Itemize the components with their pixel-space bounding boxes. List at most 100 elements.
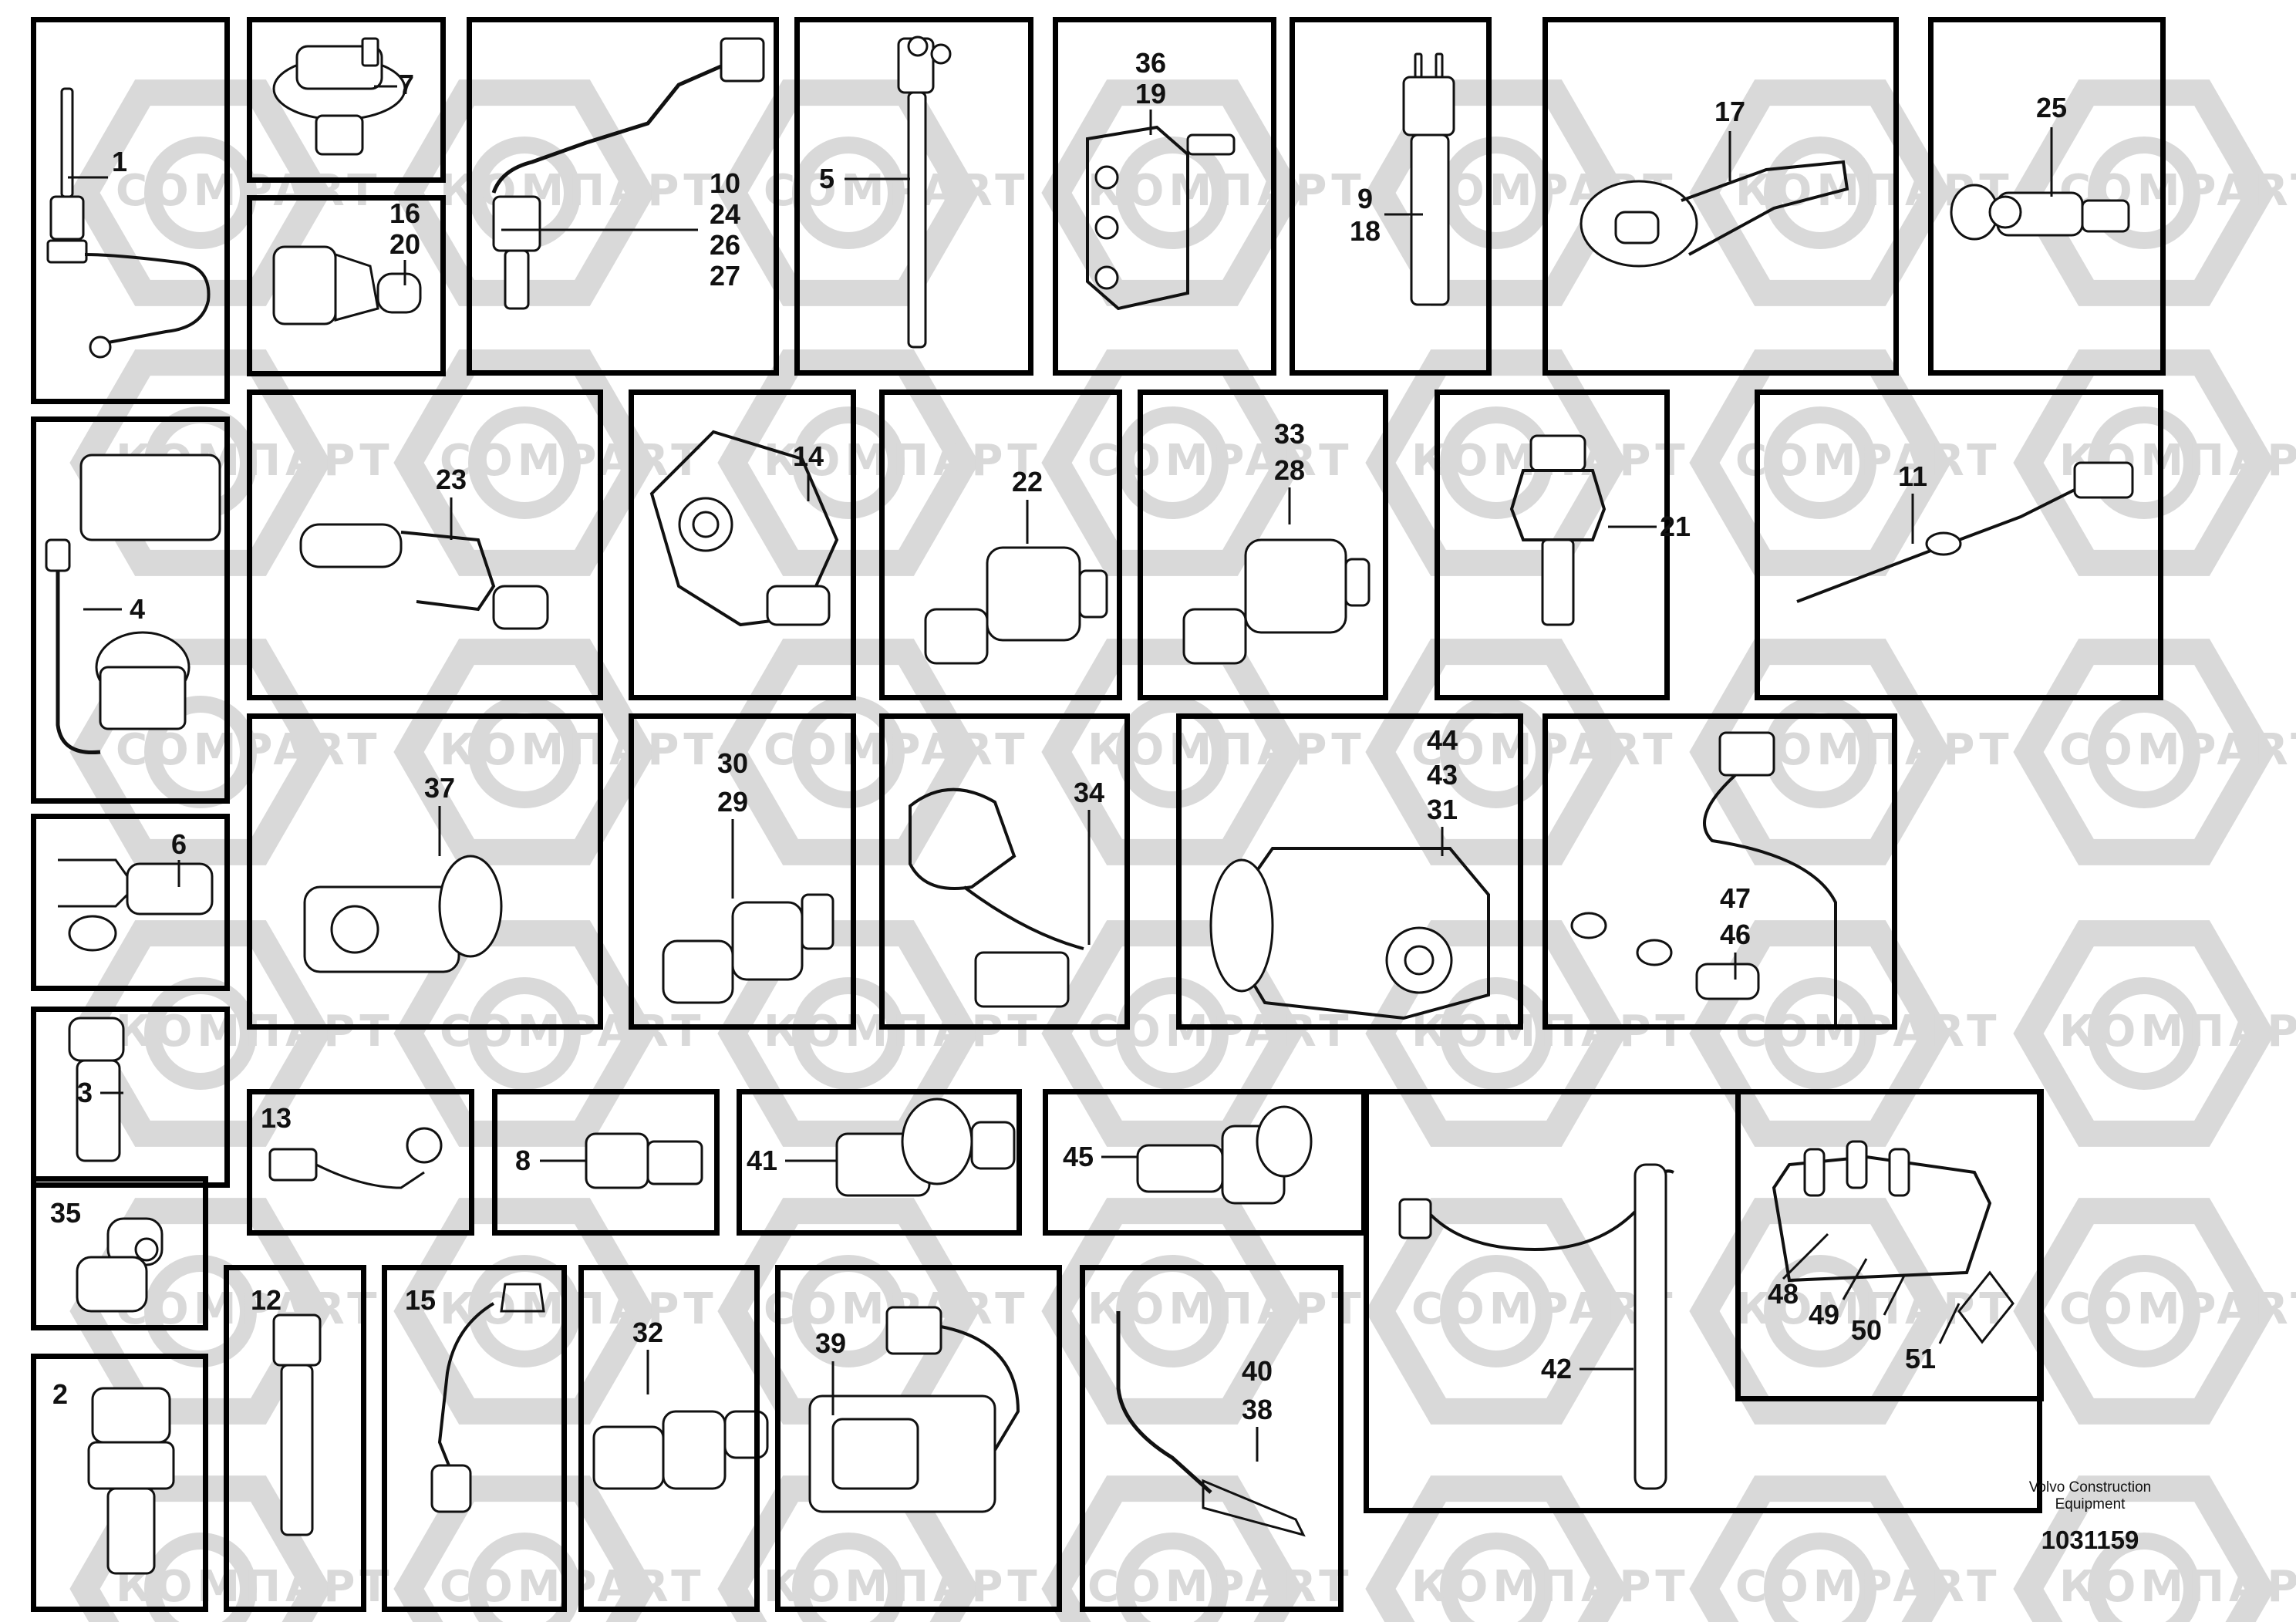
- cable-connector: [720, 37, 765, 83]
- part-label[interactable]: 38: [1241, 1394, 1273, 1425]
- part-label[interactable]: 27: [709, 260, 741, 292]
- part-label[interactable]: 43: [1426, 759, 1458, 791]
- part-label[interactable]: 18: [1349, 215, 1381, 247]
- switch-body: [1086, 125, 1189, 311]
- part-label[interactable]: 14: [792, 440, 824, 472]
- leader-line: [1842, 1258, 1868, 1300]
- part-label[interactable]: 26: [709, 229, 741, 261]
- part-label[interactable]: 41: [746, 1145, 778, 1176]
- pin: [1435, 52, 1444, 79]
- sensor-body: [1681, 160, 1849, 256]
- leader-line: [1883, 1273, 1907, 1316]
- part-label[interactable]: 35: [49, 1197, 82, 1229]
- sensor-cap: [1256, 1105, 1313, 1178]
- part-label[interactable]: 11: [1897, 460, 1928, 492]
- sensor-plug: [2081, 199, 2130, 233]
- sensor-wire: [437, 1302, 495, 1482]
- sensor-tip: [662, 939, 734, 1004]
- part-label[interactable]: 1: [111, 146, 128, 177]
- part-label[interactable]: 30: [716, 747, 749, 779]
- part-label[interactable]: 44: [1426, 724, 1458, 756]
- part-label[interactable]: 9: [1357, 183, 1374, 214]
- part-label[interactable]: 37: [423, 772, 456, 804]
- part-box-p3: [31, 1007, 230, 1188]
- sensor-plug: [1078, 569, 1108, 619]
- sensor-washer: [1570, 912, 1607, 939]
- part-label[interactable]: 40: [1241, 1355, 1273, 1387]
- actuator-hose: [56, 567, 101, 755]
- part-label[interactable]: 42: [1540, 1353, 1573, 1384]
- sensor-spring: [1695, 963, 1760, 1000]
- part-label[interactable]: 23: [435, 464, 467, 495]
- sensor-connector: [126, 862, 214, 916]
- part-box-p25: [1928, 17, 2166, 376]
- part-label[interactable]: 12: [250, 1284, 282, 1316]
- sensor-probe: [280, 1364, 314, 1536]
- part-box-p21: [1435, 389, 1670, 700]
- sensor-connector: [974, 951, 1070, 1008]
- sensor-sleeve: [299, 523, 403, 568]
- part-label[interactable]: 25: [2035, 92, 2068, 123]
- lever: [1888, 1148, 1910, 1197]
- sensor-body: [76, 1059, 121, 1162]
- part-label[interactable]: 24: [709, 198, 741, 230]
- sensor-ring: [68, 915, 117, 952]
- sensor-ring: [1988, 195, 2022, 229]
- switch-top: [295, 45, 383, 90]
- sensor-probe: [1202, 1479, 1306, 1537]
- part-box-p22: [879, 389, 1122, 700]
- part-label[interactable]: 32: [632, 1317, 664, 1348]
- part-label[interactable]: 22: [1011, 466, 1043, 497]
- sensor-plate: [1398, 1198, 1432, 1239]
- sensor-flange: [438, 855, 503, 958]
- part-label[interactable]: 21: [1659, 511, 1691, 542]
- part-label[interactable]: 34: [1073, 777, 1105, 808]
- part-label[interactable]: 47: [1719, 882, 1752, 914]
- sensor-tip: [1182, 608, 1247, 665]
- part-label[interactable]: 39: [814, 1327, 847, 1359]
- part-label[interactable]: 2: [52, 1378, 69, 1410]
- sensor-tip: [376, 272, 422, 314]
- part-box-p40: [1080, 1265, 1344, 1612]
- part-label[interactable]: 6: [170, 828, 187, 860]
- part-label[interactable]: 7: [398, 69, 415, 100]
- part-label[interactable]: 13: [260, 1102, 292, 1134]
- part-label[interactable]: 10: [709, 167, 741, 199]
- switch-contact: [1094, 215, 1119, 240]
- lever: [1846, 1140, 1868, 1189]
- part-label[interactable]: 31: [1426, 794, 1458, 825]
- part-label[interactable]: 46: [1719, 919, 1752, 950]
- sensor-hex: [400, 531, 496, 612]
- throttle-center: [692, 511, 720, 538]
- part-label[interactable]: 28: [1273, 454, 1306, 486]
- part-label[interactable]: 8: [514, 1145, 531, 1176]
- part-label[interactable]: 20: [389, 228, 421, 260]
- part-label[interactable]: 15: [404, 1284, 437, 1316]
- part-label[interactable]: 3: [76, 1077, 93, 1108]
- sensor-body: [49, 195, 85, 241]
- sensor-plug: [646, 1140, 703, 1185]
- sensor-tip: [970, 1121, 1016, 1170]
- part-label[interactable]: 5: [818, 163, 835, 194]
- part-label[interactable]: 50: [1850, 1314, 1883, 1346]
- part-label[interactable]: 16: [389, 197, 421, 229]
- part-label[interactable]: 49: [1808, 1299, 1840, 1330]
- part-label[interactable]: 17: [1714, 96, 1746, 127]
- part-label[interactable]: 4: [129, 593, 146, 625]
- sensor-shaft: [1404, 945, 1435, 976]
- sensor-wire: [963, 885, 1084, 950]
- sensor-rod: [1116, 1311, 1212, 1494]
- part-label[interactable]: 19: [1135, 78, 1167, 110]
- bracket-hole: [134, 1237, 159, 1262]
- sensor-body: [406, 1127, 443, 1164]
- part-label[interactable]: 36: [1135, 47, 1167, 79]
- switch-nipple: [361, 37, 379, 67]
- part-label[interactable]: 33: [1273, 418, 1306, 450]
- part-label[interactable]: 45: [1062, 1141, 1094, 1172]
- sensor-housing: [1216, 847, 1490, 1020]
- sensor-hex: [1509, 469, 1607, 541]
- part-label[interactable]: 51: [1904, 1343, 1937, 1374]
- part-label[interactable]: 48: [1767, 1278, 1799, 1310]
- switch-port: [315, 114, 364, 156]
- part-label[interactable]: 29: [716, 786, 749, 818]
